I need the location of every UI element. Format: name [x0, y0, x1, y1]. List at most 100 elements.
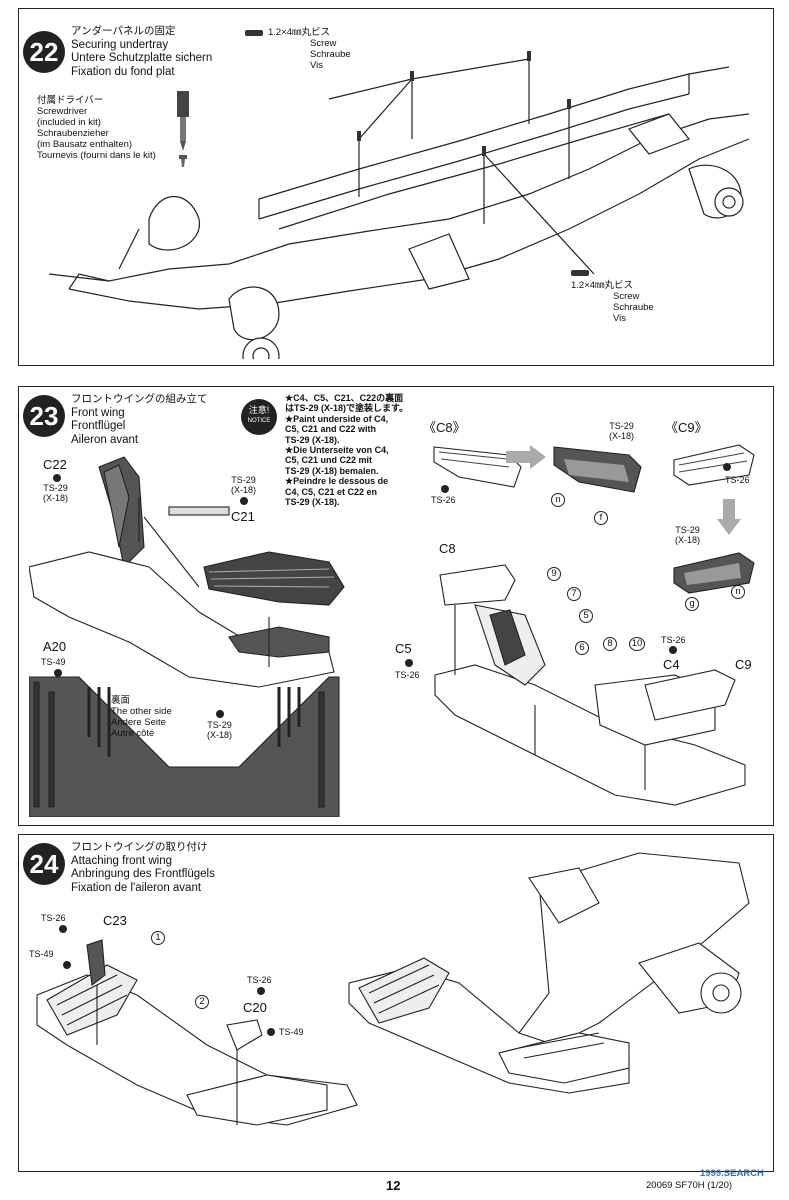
note-line-6: ★Die Unterseite von C4, — [285, 445, 389, 456]
step-23-panel: 23 フロントウイングの組み立て Front wing Frontflügel … — [18, 386, 774, 826]
step-24-title-fr: Fixation de l'aileron avant — [71, 881, 202, 894]
notice-jp: 注意! — [248, 405, 270, 415]
num-1: 1 — [151, 931, 165, 945]
screw-en-bottom: Screw — [613, 291, 640, 302]
c22-paint-2: (X-18) — [43, 493, 69, 503]
driver-de: Schraubenzieher — [37, 128, 109, 139]
num-2: 2 — [195, 995, 209, 1009]
other-side-en: The other side — [111, 706, 172, 717]
note-line-8: TS-29 (X-18) bemalen. — [285, 465, 379, 476]
paint-c21: TS-29 (X-18) — [231, 475, 256, 495]
num-7: 7 — [567, 587, 581, 601]
c9-painted-illustration — [673, 552, 755, 594]
paint-dot-c5 — [405, 659, 413, 667]
note-line-4: C5, C21 and C22 with — [285, 424, 377, 435]
c22-paint-1: TS-29 — [43, 483, 68, 493]
mark-n: n — [551, 493, 565, 507]
step-24-title-jp: フロントウイングの取り付け — [71, 841, 208, 853]
step-24-panel: 24 フロントウイングの取り付け Attaching front wing An… — [18, 834, 774, 1172]
step-24-title-de: Anbringung des Frontflügels — [71, 868, 215, 880]
screw-icon — [245, 30, 263, 36]
screw-fr-top: Vis — [310, 60, 324, 71]
part-c23: C23 — [103, 913, 127, 928]
arrow-right-icon — [506, 445, 546, 469]
paint-a20: TS-49 — [41, 657, 66, 667]
part-c4: C4 — [663, 657, 680, 672]
under-paint-2: (X-18) — [207, 730, 233, 740]
screw-en-top: Screw — [310, 38, 337, 49]
paint-ts49-a: TS-49 — [29, 949, 54, 959]
num-10: 10 — [629, 637, 645, 651]
page-number: 12 — [386, 1178, 401, 1193]
part-c8: C8 — [439, 541, 456, 556]
driver-de2: (im Bausatz enthalten) — [37, 139, 133, 150]
screw-size-bottom: 1.2×4㎜丸ビス — [571, 280, 634, 291]
step-23-title-en: Front wing — [71, 406, 125, 419]
screwdriver-label: 付属ドライバー Screwdriver (included in kit) Sc… — [37, 95, 156, 161]
chassis-illustration — [48, 51, 750, 359]
paint-dot-c22 — [53, 474, 61, 482]
paint-notice: ★C4、C5、C21、C22の裏面 はTS-29 (X-18)で塗装します。 ★… — [285, 393, 408, 507]
notice-en: NOTICE — [247, 418, 271, 424]
c21-paint-1: TS-29 — [231, 475, 256, 485]
screw-de-bottom: Schraube — [613, 302, 654, 313]
screw-fr-bottom: Vis — [613, 313, 627, 324]
screw-label-top: 1.2×4㎜丸ビス Screw Schraube Vis — [268, 27, 351, 71]
other-side-de: Andere Seite — [111, 717, 166, 728]
part-c20: C20 — [243, 1000, 267, 1015]
step-22-header: アンダーパネルの固定 Securing undertray Untere Sch… — [71, 25, 212, 79]
paint-dot-c4 — [669, 646, 677, 654]
driver-en2: (included in kit) — [37, 117, 101, 128]
note-line-1: ★C4、C5、C21、C22の裏面 — [285, 393, 404, 403]
part-a20: A20 — [43, 639, 67, 654]
c9-tag: 《C9》 — [665, 420, 708, 435]
under-paint-1: TS-29 — [207, 720, 232, 730]
part-c21: C21 — [231, 509, 255, 524]
paint-c4-ts26: TS-26 — [661, 635, 686, 645]
c8-painted-illustration — [553, 446, 642, 493]
part-c5: C5 — [395, 641, 412, 656]
step-23-title-de: Frontflügel — [71, 420, 126, 432]
c8-tag: 《C8》 — [423, 420, 466, 435]
c8-ts29-a: TS-29 — [609, 421, 634, 431]
note-line-3: ★Paint underside of C4, — [285, 413, 389, 424]
step-22-title-en: Securing undertray — [71, 38, 169, 51]
step-23-header: フロントウイングの組み立て Front wing Frontflügel Ail… — [71, 393, 208, 447]
paint-dot-ts26-a — [59, 925, 67, 933]
screwdriver-icon — [177, 91, 189, 167]
step-24-title-en: Attaching front wing — [71, 854, 173, 867]
note-line-2: はTS-29 (X-18)で塗装します。 — [285, 403, 409, 414]
step-22-number: 22 — [23, 31, 65, 73]
front-wing-assembly-illustration — [29, 456, 345, 817]
front-wing-attach-illustration — [36, 939, 358, 1126]
step-22-title-fr: Fixation du fond plat — [71, 65, 175, 78]
paint-dot-c8 — [441, 485, 449, 493]
paint-ts26-b: TS-26 — [247, 975, 272, 985]
paint-dot-a20 — [54, 669, 62, 677]
arrow-down-icon — [717, 499, 741, 535]
paint-ts49-b: TS-49 — [279, 1027, 304, 1037]
note-line-11: TS-29 (X-18). — [285, 497, 340, 508]
notice-badge: 注意! NOTICE — [241, 399, 277, 435]
other-side-label: 裏面 The other side Andere Seite Autre côt… — [111, 695, 172, 739]
step-22-panel: 22 アンダーパネルの固定 Securing undertray Untere … — [18, 8, 774, 366]
driver-jp: 付属ドライバー — [37, 95, 104, 106]
num-6: 6 — [575, 641, 589, 655]
paint-dot-ts26-b — [257, 987, 265, 995]
paint-dot-c9 — [723, 463, 731, 471]
c9-ts29-a: TS-29 — [675, 525, 700, 535]
mark-g: g — [685, 597, 699, 611]
step-23-title-jp: フロントウイングの組み立て — [71, 393, 208, 405]
other-side-jp: 裏面 — [111, 695, 131, 706]
step-24-number: 24 — [23, 843, 65, 885]
num-8: 8 — [603, 637, 617, 651]
paint-under: TS-29 (X-18) — [207, 720, 232, 740]
screw-de-top: Schraube — [310, 49, 351, 60]
note-line-5: TS-29 (X-18). — [285, 434, 340, 445]
paint-dot-under — [216, 710, 224, 718]
num-9: 9 — [547, 567, 561, 581]
step-24-header: フロントウイングの取り付け Attaching front wing Anbri… — [71, 841, 215, 895]
note-line-7: C5, C21 und C22 mit — [285, 455, 373, 466]
other-side-fr: Autre côté — [111, 728, 155, 739]
watermark: 1999.SEARCH — [700, 1168, 764, 1179]
